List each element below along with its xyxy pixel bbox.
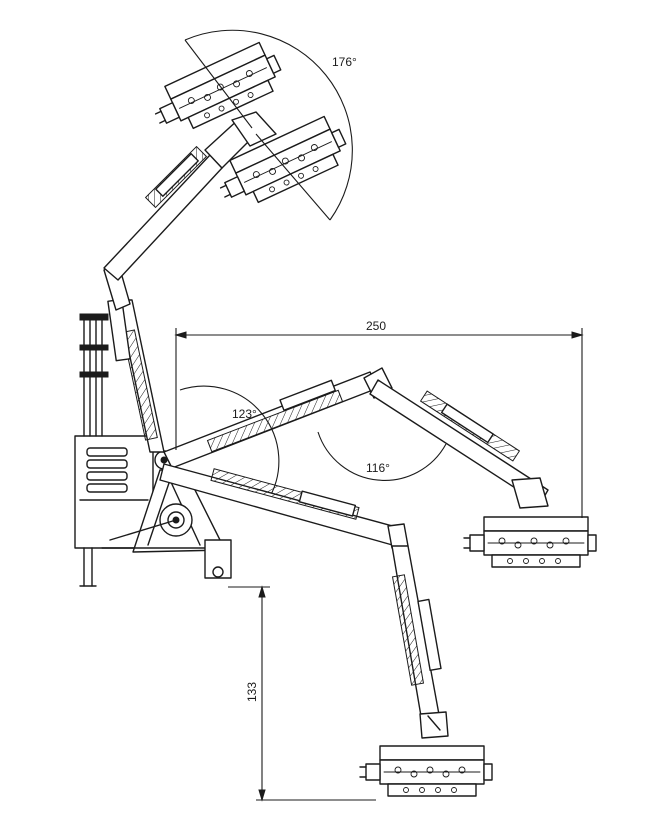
angle-label-123: 123° xyxy=(232,407,257,421)
tractor-mount-frame xyxy=(74,313,232,587)
angle-arc-123 xyxy=(179,385,280,501)
angle-label-176: 176° xyxy=(332,55,357,69)
angle-arc-116 xyxy=(317,431,447,481)
dimension-horizontal xyxy=(174,328,584,518)
mower-head-right xyxy=(463,516,597,568)
angle-label-116: 116° xyxy=(366,461,390,475)
angle-arc-176 xyxy=(184,29,353,221)
arm-position-down xyxy=(159,463,449,739)
dimension-label-vertical: 133 xyxy=(245,682,259,702)
arm-position-horizontal xyxy=(163,367,549,509)
dimension-label-horizontal: 250 xyxy=(366,319,386,333)
arm-position-vertical xyxy=(103,117,257,453)
dimension-vertical xyxy=(228,585,376,802)
mower-head-bottom xyxy=(359,745,493,797)
